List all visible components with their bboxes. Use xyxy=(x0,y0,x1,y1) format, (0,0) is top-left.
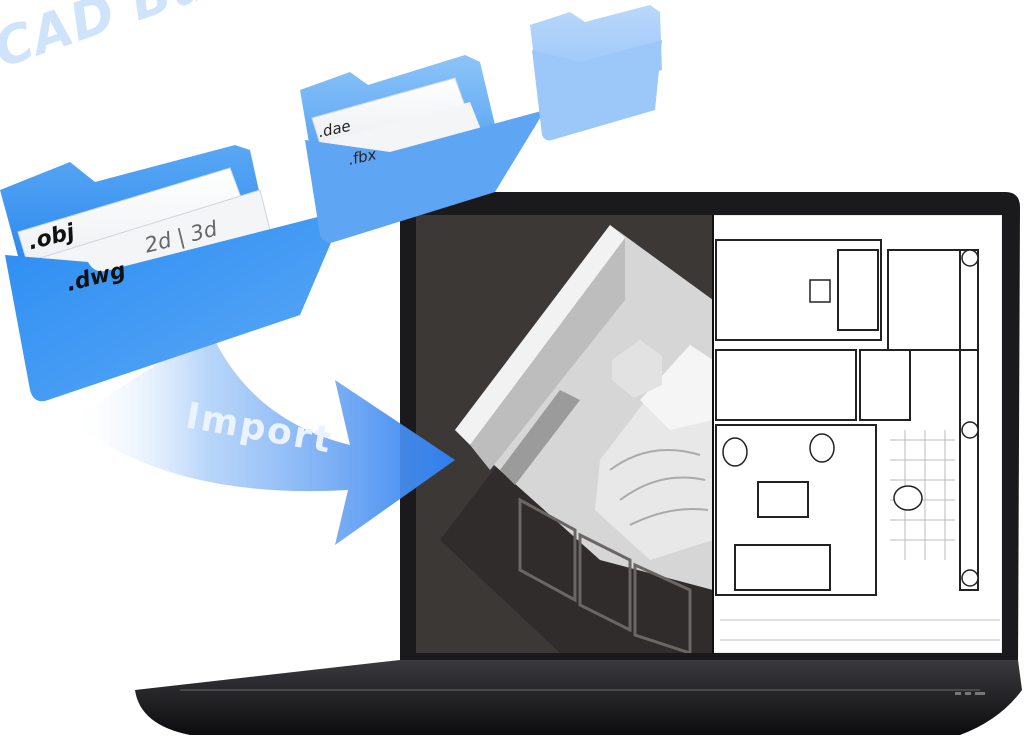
folder-dae-fbx xyxy=(300,55,545,243)
floor-plan-view xyxy=(713,215,1002,653)
render-3d-view xyxy=(416,215,713,653)
folder-empty xyxy=(530,5,662,141)
folder-obj-dwg xyxy=(0,145,345,402)
import-arrow xyxy=(70,330,455,545)
